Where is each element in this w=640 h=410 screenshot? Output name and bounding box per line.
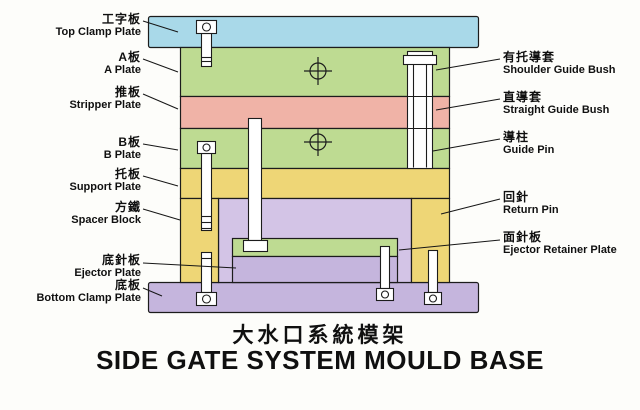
label-ejector-plate-zh: 底針板	[101, 253, 141, 267]
label-b-plate: B板 B Plate	[2, 136, 141, 162]
label-straight-guide-bush-zh: 直導套	[503, 90, 543, 104]
spacer-block-left	[179, 197, 220, 284]
label-spacer-block-en: Spacer Block	[71, 214, 141, 226]
cap-screw-support	[196, 140, 217, 232]
label-guide-pin: 導柱 Guide Pin	[503, 131, 638, 157]
stripper-plate	[179, 95, 451, 130]
leader-ejector-retainer-plate	[398, 239, 501, 251]
return-pin	[242, 117, 269, 253]
label-ejector-plate-en: Ejector Plate	[74, 267, 141, 279]
leader-b-plate	[142, 143, 179, 151]
label-a-plate-en: A Plate	[104, 64, 141, 76]
cap-screw-top	[195, 19, 218, 68]
label-a-plate-zh: A板	[118, 50, 141, 64]
leader-guide-pin	[432, 138, 501, 152]
leader-straight-guide-bush	[435, 98, 501, 111]
label-straight-guide-bush-en: Straight Guide Bush	[503, 104, 610, 116]
label-return-pin-en: Return Pin	[503, 204, 559, 216]
label-ejector-retainer-plate-en: Ejector Retainer Plate	[503, 244, 617, 256]
label-guide-pin-zh: 導柱	[503, 130, 530, 144]
label-stripper-plate-en: Stripper Plate	[69, 99, 141, 111]
label-top-clamp-plate: 工字板 Top Clamp Plate	[2, 13, 141, 39]
label-bottom-clamp-plate-zh: 底板	[114, 278, 141, 292]
label-return-pin-zh: 回針	[503, 190, 530, 204]
label-spacer-block: 方鐵 Spacer Block	[2, 201, 141, 227]
support-plate	[179, 167, 451, 200]
label-support-plate-en: Support Plate	[69, 181, 141, 193]
label-ejector-retainer-plate: 面針板 Ejector Retainer Plate	[503, 231, 638, 257]
label-ejector-plate: 底針板 Ejector Plate	[2, 254, 141, 280]
label-stripper-plate-zh: 推板	[114, 85, 141, 99]
label-top-clamp-plate-zh: 工字板	[101, 12, 141, 26]
leader-a-plate	[142, 58, 179, 73]
label-spacer-block-zh: 方鐵	[114, 200, 141, 214]
leader-top-clamp-plate	[142, 20, 179, 33]
label-bottom-clamp-plate: 底板 Bottom Clamp Plate	[2, 279, 141, 305]
leader-ejector-plate	[142, 262, 237, 269]
leader-return-pin	[440, 198, 501, 215]
leader-support-plate	[142, 175, 179, 187]
hole-symbols	[304, 57, 332, 156]
leader-bottom-clamp-plate	[142, 287, 163, 297]
plates	[147, 15, 480, 314]
cap-screw-bottom-left	[195, 251, 218, 307]
label-return-pin: 回針 Return Pin	[503, 191, 638, 217]
label-guide-pin-en: Guide Pin	[503, 144, 555, 156]
cap-screw-bottom-right	[423, 249, 443, 306]
leader-shoulder-guide-bush	[435, 58, 501, 71]
label-bottom-clamp-plate-en: Bottom Clamp Plate	[36, 292, 141, 304]
leader-stripper-plate	[142, 93, 179, 110]
label-shoulder-guide-bush-zh: 有托導套	[503, 50, 556, 64]
label-shoulder-guide-bush-en: Shoulder Guide Bush	[503, 64, 616, 76]
title-chinese: 大水口系統模架	[232, 324, 408, 347]
leader-lines	[142, 20, 501, 297]
label-support-plate: 托板 Support Plate	[2, 168, 141, 194]
label-straight-guide-bush: 直導套 Straight Guide Bush	[503, 91, 638, 117]
guide-pin-assembly	[402, 50, 438, 170]
label-shoulder-guide-bush: 有托導套 Shoulder Guide Bush	[503, 51, 638, 77]
label-a-plate: A板 A Plate	[2, 51, 141, 77]
label-b-plate-zh: B板	[118, 135, 141, 149]
cap-screw-ejector	[375, 245, 395, 302]
leader-spacer-block	[142, 208, 181, 221]
ejector-plate	[231, 255, 399, 284]
label-top-clamp-plate-en: Top Clamp Plate	[55, 26, 141, 38]
label-stripper-plate: 推板 Stripper Plate	[2, 86, 141, 112]
label-b-plate-en: B Plate	[103, 149, 141, 161]
title-english: SIDE GATE SYSTEM MOULD BASE	[96, 345, 544, 375]
label-support-plate-zh: 托板	[114, 167, 141, 181]
label-ejector-retainer-plate-zh: 面針板	[503, 230, 543, 244]
